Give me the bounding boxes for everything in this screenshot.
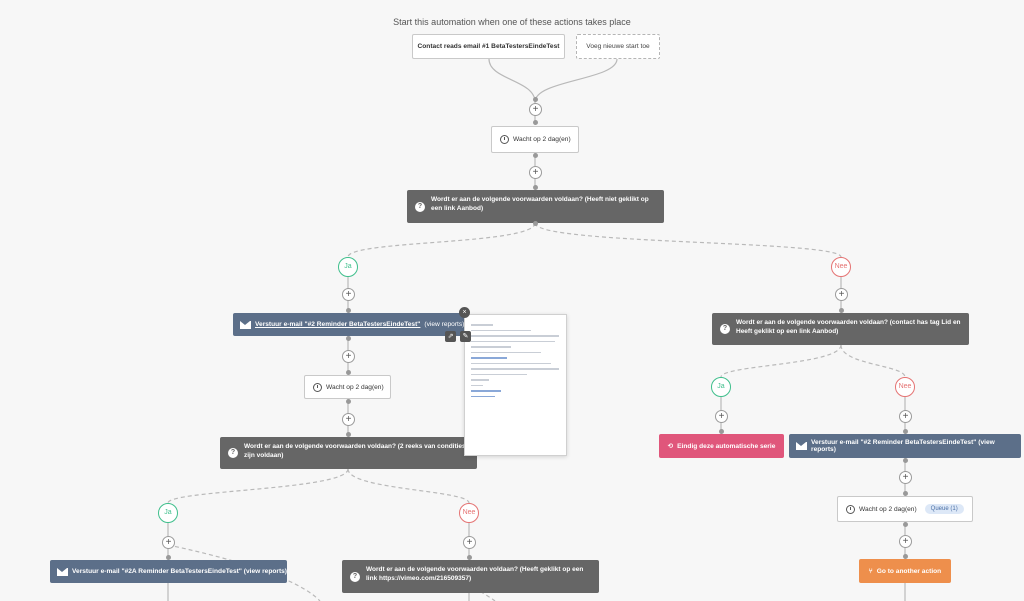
connector-dot <box>346 399 351 404</box>
branch-no-2[interactable]: Nee <box>459 503 479 523</box>
envelope-icon <box>57 567 68 576</box>
add-step-plus-icon[interactable]: + <box>899 471 912 484</box>
condition-step-3[interactable]: ? Wordt er aan de volgende voorwaarden v… <box>712 313 969 345</box>
branch-icon: ⑂ <box>868 567 873 575</box>
wait-step-1[interactable]: Wacht op 2 dag(en) <box>491 126 579 153</box>
connector-dot <box>166 555 171 560</box>
question-icon: ? <box>350 571 360 582</box>
wait-label: Wacht op 2 dag(en) <box>513 136 571 143</box>
end-series-label: Eindig deze automatische serie <box>677 442 776 450</box>
connector-dot <box>467 555 472 560</box>
add-step-plus-icon[interactable]: + <box>342 288 355 301</box>
close-preview-icon[interactable]: × <box>459 307 470 318</box>
condition-label: Wordt er aan de volgende voorwaarden vol… <box>431 196 649 212</box>
connector-dot <box>903 458 908 463</box>
email-label[interactable]: Verstuur e-mail "#2A Reminder BetaTester… <box>72 568 288 575</box>
connector-dot <box>533 97 538 102</box>
clock-icon <box>500 135 509 144</box>
add-step-plus-icon[interactable]: + <box>835 288 848 301</box>
connector-dot <box>346 432 351 437</box>
branch-yes-1[interactable]: Ja <box>338 257 358 277</box>
add-step-plus-icon[interactable]: + <box>529 103 542 116</box>
wait-label: Wacht op 2 dag(en) <box>326 383 384 391</box>
clock-icon <box>313 382 322 392</box>
go-to-action-step[interactable]: ⑂ Go to another action <box>859 559 951 583</box>
connector-dot <box>839 308 844 313</box>
branch-yes-2[interactable]: Ja <box>158 503 178 523</box>
add-start-trigger-button[interactable]: Voeg nieuwe start toe <box>576 34 660 59</box>
connector-dot <box>346 370 351 375</box>
comment-icon[interactable]: ✎ <box>460 331 471 342</box>
connector-dot <box>533 185 538 190</box>
connector-dot <box>903 554 908 559</box>
connector-dot <box>903 522 908 527</box>
condition-step-4[interactable]: ? Wordt er aan de volgende voorwaarden v… <box>342 560 599 593</box>
connector-dot <box>346 308 351 313</box>
add-step-plus-icon[interactable]: + <box>162 536 175 549</box>
open-external-icon[interactable]: ⇗ <box>445 331 456 342</box>
connector-dot <box>533 120 538 125</box>
email-label[interactable]: Verstuur e-mail "#2 Reminder BetaTesters… <box>811 439 995 453</box>
wait-step-2[interactable]: Wacht op 2 dag(en) <box>304 375 391 399</box>
question-icon: ? <box>228 448 238 458</box>
add-step-plus-icon[interactable]: + <box>899 535 912 548</box>
send-email-step-3[interactable]: Verstuur e-mail "#2 Reminder BetaTesters… <box>789 434 1021 458</box>
queue-badge[interactable]: Queue (1) <box>924 504 964 514</box>
question-icon: ? <box>415 201 425 212</box>
go-to-label: Go to another action <box>876 567 942 575</box>
trigger-contact-reads-email[interactable]: Contact reads email #1 BetaTestersEindeT… <box>412 34 565 59</box>
condition-step-1[interactable]: ? Wordt er aan de volgende voorwaarden v… <box>407 190 664 223</box>
end-series-icon: ⟲ <box>667 443 674 450</box>
add-step-plus-icon[interactable]: + <box>529 166 542 179</box>
branch-yes-3[interactable]: Ja <box>711 377 731 397</box>
envelope-icon <box>240 320 251 329</box>
email-link[interactable]: Verstuur e-mail "#2 Reminder BetaTesters… <box>255 321 421 328</box>
connector-dot <box>533 221 538 226</box>
condition-label: Wordt er aan de volgende voorwaarden vol… <box>736 319 961 335</box>
connector-dot <box>903 429 908 434</box>
add-step-plus-icon[interactable]: + <box>342 350 355 363</box>
connector-dot <box>346 336 351 341</box>
connector-dot <box>903 491 908 496</box>
condition-label: Wordt er aan de volgende voorwaarden vol… <box>244 443 466 459</box>
send-email-step-1[interactable]: Verstuur e-mail "#2 Reminder BetaTesters… <box>233 313 465 336</box>
connector-dot <box>533 153 538 158</box>
clock-icon <box>846 504 855 514</box>
connector-dot <box>719 429 724 434</box>
envelope-icon <box>796 442 807 450</box>
automation-start-header: Start this automation when one of these … <box>393 17 631 27</box>
condition-label: Wordt er aan de volgende voorwaarden vol… <box>366 566 584 582</box>
question-icon: ? <box>720 324 730 334</box>
view-reports-link[interactable]: (view reports) <box>424 321 465 328</box>
branch-no-3[interactable]: Nee <box>895 377 915 397</box>
end-series-step[interactable]: ⟲ Eindig deze automatische serie <box>659 434 784 458</box>
condition-step-2[interactable]: ? Wordt er aan de volgende voorwaarden v… <box>220 437 477 469</box>
send-email-step-2[interactable]: Verstuur e-mail "#2A Reminder BetaTester… <box>50 560 287 583</box>
wait-label: Wacht op 2 dag(en) <box>859 505 917 513</box>
email-preview-popup[interactable] <box>464 314 567 456</box>
branch-no-1[interactable]: Nee <box>831 257 851 277</box>
wait-step-3[interactable]: Wacht op 2 dag(en) Queue (1) <box>837 496 973 522</box>
add-step-plus-icon[interactable]: + <box>463 536 476 549</box>
add-step-plus-icon[interactable]: + <box>715 410 728 423</box>
add-step-plus-icon[interactable]: + <box>342 413 355 426</box>
add-step-plus-icon[interactable]: + <box>899 410 912 423</box>
